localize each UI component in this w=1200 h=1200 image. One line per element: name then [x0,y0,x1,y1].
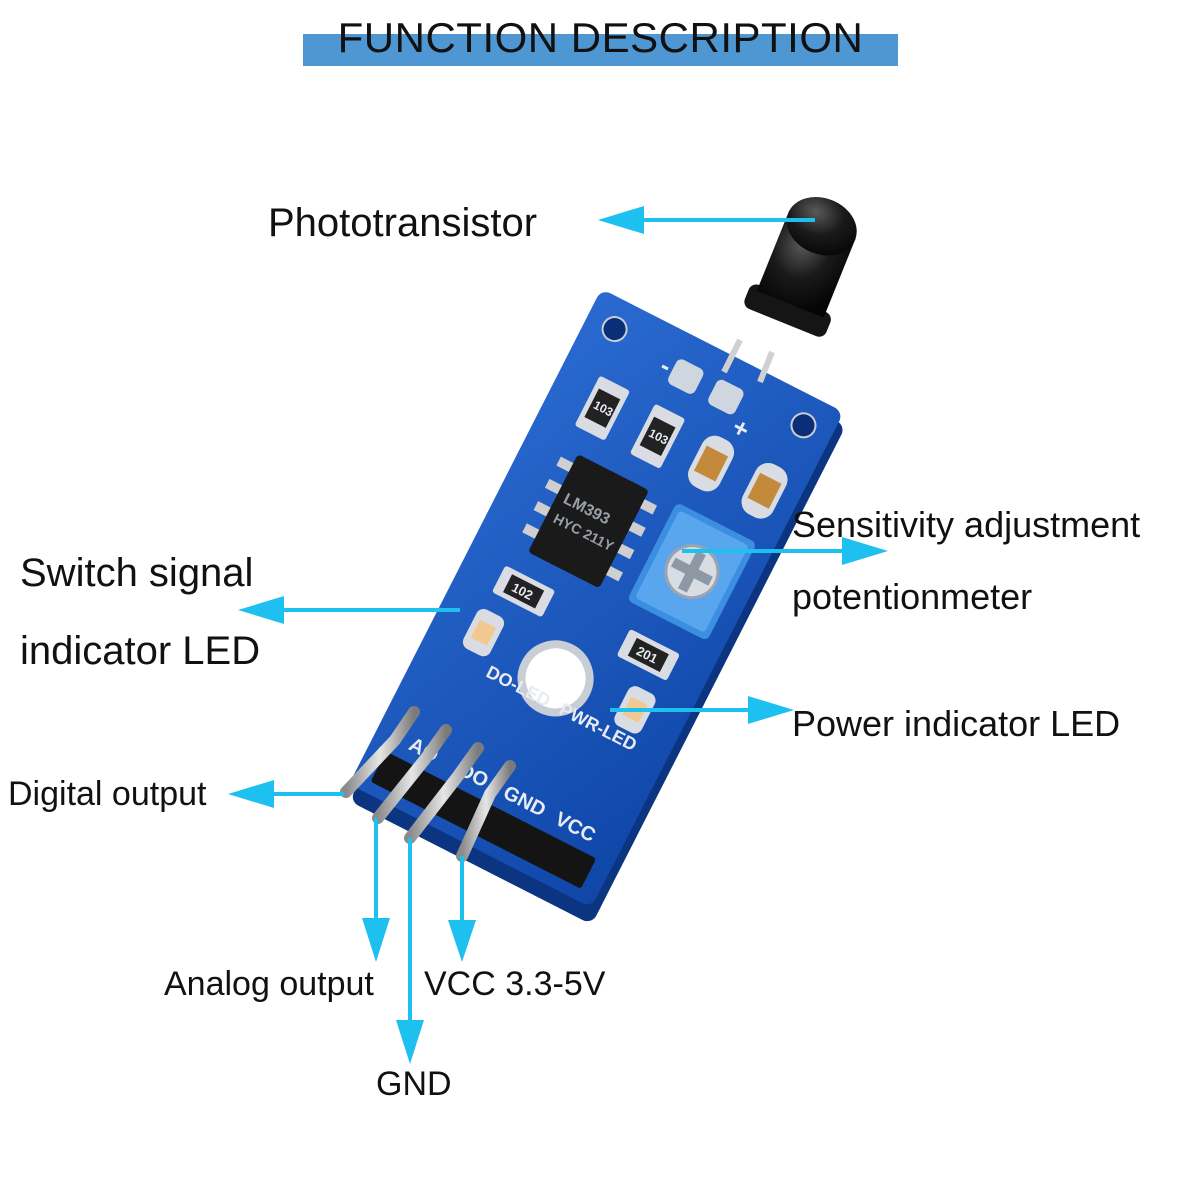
lm393-chip [522,455,658,587]
label-sensitivity-line2: potentionmeter [792,576,1033,617]
label-sensitivity-line1: Sensitivity adjustment [792,504,1141,545]
label-digital-output: Digital output [8,775,207,813]
phototransistor-component [721,196,857,384]
label-power-led: Power indicator LED [792,703,1121,744]
arrow-phototransistor [598,206,815,234]
arrow-vcc [448,856,476,962]
mount-hole-top [790,412,817,439]
label-switch-line1: Switch signal [20,551,254,595]
label-phototransistor: Phototransistor [268,201,538,245]
sensor-pad-right [708,379,744,415]
page-title: FUNCTION DESCRIPTION [337,14,864,61]
pin-do [372,724,452,824]
label-gnd: GND [376,1065,452,1103]
arrow-sensitivity [682,537,888,565]
callout-arrows [228,206,888,1064]
mount-hole-left [601,316,628,343]
label-analog-output: Analog output [164,965,374,1003]
arrow-power-led [610,696,794,724]
label-switch-line2: indicator LED [20,629,261,673]
arrow-digital-output [228,780,344,808]
arrow-analog-output [362,818,390,962]
arrow-switch-led [238,596,460,624]
arrow-gnd [396,838,424,1064]
title-accent-bar [303,34,898,66]
pin-ao [340,706,420,798]
sensor-pad-left [668,359,704,394]
label-vcc: VCC 3.3-5V [424,965,606,1003]
header-pins [340,706,516,862]
pin-vcc [456,760,516,862]
pin-gnd [404,742,484,844]
potentiometer [628,504,755,639]
